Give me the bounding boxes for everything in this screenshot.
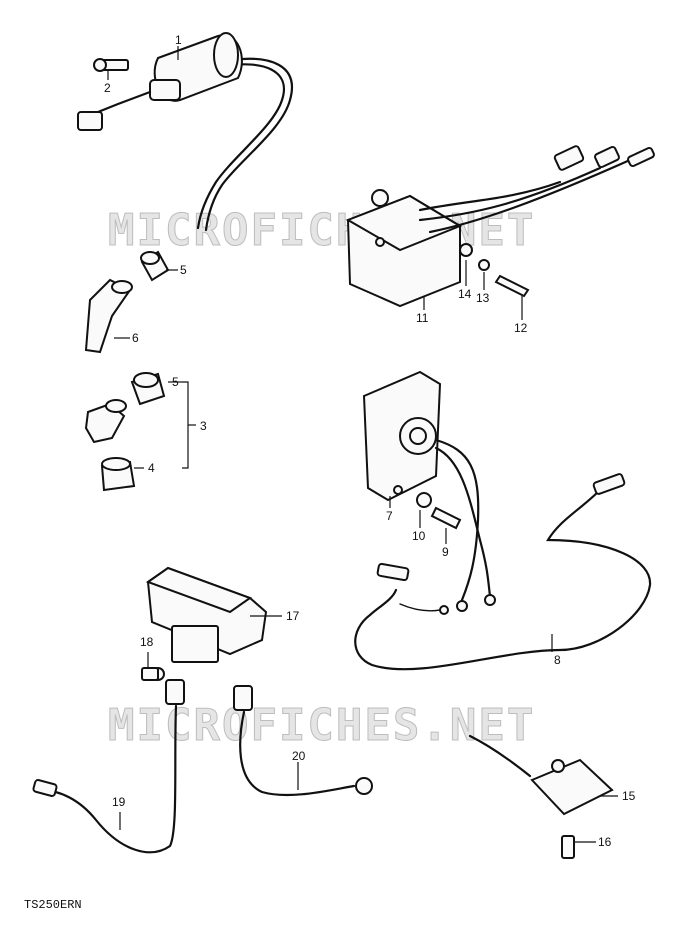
document-code: TS250ERN	[24, 898, 82, 912]
callout-10: 10	[412, 529, 426, 543]
callout-18: 18	[140, 635, 154, 649]
plug-cap-assembly	[84, 372, 166, 492]
cdi-unit	[345, 145, 655, 308]
spark-plug-cap	[84, 250, 170, 354]
callout-2: 2	[104, 81, 111, 95]
callout-7: 7	[386, 509, 393, 523]
callout-6: 6	[132, 331, 139, 345]
callout-4: 4	[148, 461, 155, 475]
callout-20: 20	[292, 749, 306, 763]
callout-8: 8	[554, 653, 561, 667]
ignition-module	[141, 566, 268, 681]
callout-11: 11	[416, 311, 429, 325]
callout-9: 9	[442, 545, 449, 559]
callout-14: 14	[458, 287, 472, 301]
wiring-harness	[354, 473, 652, 671]
ignition-coil	[77, 32, 293, 232]
callout-12: 12	[514, 321, 528, 335]
lead-wires	[32, 679, 373, 854]
regulator-bracket	[362, 370, 496, 612]
callout-17: 17	[286, 609, 300, 623]
callout-1: 1	[175, 33, 182, 47]
watermark-bottom: MICROFICHES.NET	[108, 700, 535, 751]
callout-19: 19	[112, 795, 126, 809]
callout-16: 16	[598, 835, 612, 849]
callout-5b: 5	[172, 375, 179, 389]
leader-lines	[107, 46, 618, 843]
callout-5a: 5	[180, 263, 187, 277]
callout-13: 13	[476, 291, 490, 305]
relay-unit	[468, 734, 614, 859]
callout-3: 3	[200, 419, 207, 433]
callout-15: 15	[622, 789, 636, 803]
